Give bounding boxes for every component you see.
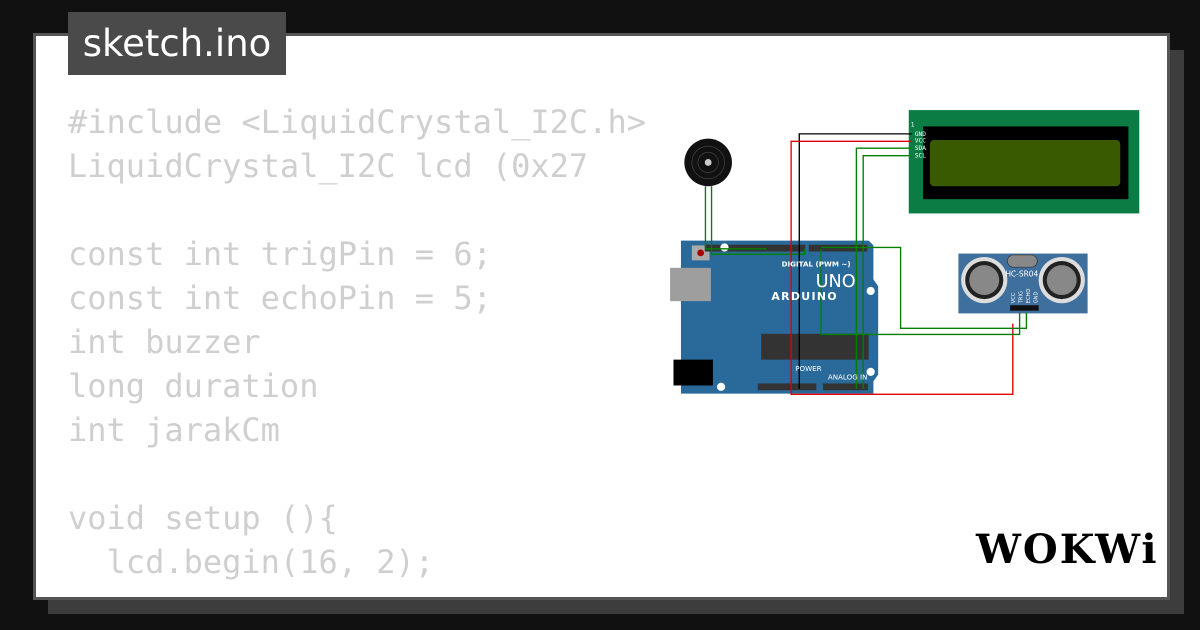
component-labels: 1 GND VCC SDA SCL ARDUINO UNO DIGITAL (P… xyxy=(771,121,1039,381)
file-tab: sketch.ino xyxy=(68,12,286,75)
wires xyxy=(704,133,1028,396)
code-line: long duration xyxy=(68,367,319,405)
code-line: #include <LiquidCrystal_I2C.h> xyxy=(68,103,646,141)
analog-label: ANALOG IN xyxy=(828,372,868,381)
buzzer[interactable] xyxy=(684,138,732,187)
code-line: const int echoPin = 5; xyxy=(68,279,492,317)
sensor-name: HC-SR04 xyxy=(1005,270,1038,279)
arduino-uno[interactable] xyxy=(670,240,879,394)
sensor-pin-trig: TRIG xyxy=(1018,291,1024,304)
code-line: int jarakCm xyxy=(68,411,280,449)
wokwi-logo: WOKWi xyxy=(976,526,1159,573)
code-line: const int trigPin = 6; xyxy=(68,235,492,273)
code-preview: #include <LiquidCrystal_I2C.h> LiquidCrys… xyxy=(68,100,646,584)
arduino-brand: ARDUINO xyxy=(771,290,838,303)
sensor-pin-vcc: VCC xyxy=(1011,292,1017,303)
sensor-pin-gnd: GND xyxy=(1033,291,1039,303)
digital-label: DIGITAL (PWM ~) xyxy=(782,259,851,268)
lcd-pin-scl: SCL xyxy=(915,153,926,160)
code-line: void setup (){ xyxy=(68,499,338,537)
lcd-pin-gnd: GND xyxy=(915,131,926,138)
power-label: POWER xyxy=(795,364,821,373)
code-line: LiquidCrystal_I2C lcd (0x27 xyxy=(68,147,589,185)
lcd-pin-vcc: VCC xyxy=(915,138,926,145)
lcd-pin1-label: 1 xyxy=(911,121,915,128)
lcd-pin-sda: SDA xyxy=(915,145,926,152)
arduino-model: UNO xyxy=(816,272,856,292)
hc-sr04-sensor[interactable] xyxy=(958,253,1088,314)
code-line: int buzzer xyxy=(68,323,261,361)
sensor-pin-echo: ECHO xyxy=(1026,289,1032,304)
lcd-display[interactable] xyxy=(908,110,1140,214)
code-line: lcd.begin(16, 2); xyxy=(68,543,435,581)
